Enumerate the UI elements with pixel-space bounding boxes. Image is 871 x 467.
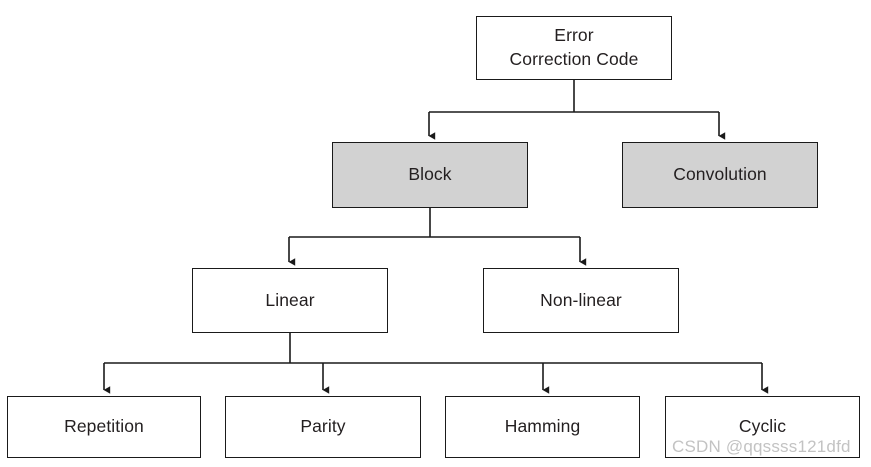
- node-label: Repetition: [64, 416, 144, 437]
- node-hamming[interactable]: Hamming: [445, 396, 640, 458]
- node-block[interactable]: Block: [332, 142, 528, 208]
- watermark-text: CSDN @qqssss121dfd: [672, 437, 851, 456]
- edge-ecc-to-level1: [428, 80, 726, 140]
- node-error-correction-code[interactable]: Error Correction Code: [476, 16, 672, 80]
- edge-linear-to-level3: [103, 333, 769, 394]
- edge-block-to-level2: [288, 208, 587, 266]
- node-label: Hamming: [504, 416, 581, 437]
- node-parity[interactable]: Parity: [225, 396, 421, 458]
- node-label: Block: [408, 164, 452, 185]
- node-label: Cyclic: [738, 416, 787, 437]
- node-linear[interactable]: Linear: [192, 268, 388, 333]
- node-label: Parity: [300, 416, 346, 437]
- node-label: Linear: [265, 289, 315, 310]
- node-convolution[interactable]: Convolution: [622, 142, 818, 208]
- node-cyclic[interactable]: Cyclic: [665, 396, 860, 458]
- node-label: Non-linear: [540, 289, 622, 310]
- node-label: Convolution: [673, 164, 767, 185]
- node-repetition[interactable]: Repetition: [7, 396, 201, 458]
- node-non-linear[interactable]: Non-linear: [483, 268, 679, 333]
- node-label: Error Correction Code: [509, 25, 639, 69]
